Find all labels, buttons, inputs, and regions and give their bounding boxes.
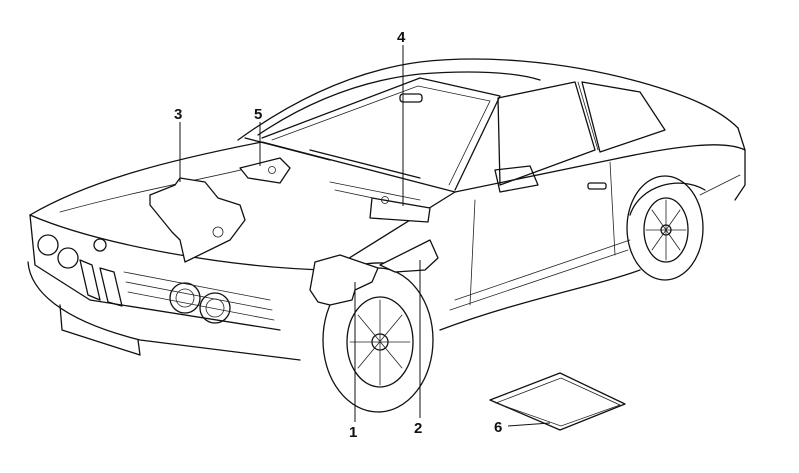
callout-labels: 1 2 3 4 5 6 [174,29,502,441]
part-1-shape [309,254,379,306]
part-4-shape [369,197,431,223]
part-5-shape [239,157,291,184]
callout-4: 4 [397,29,406,46]
part-2-shape [379,239,439,273]
car-body [27,58,746,413]
callout-1: 1 [349,424,357,441]
callout-2: 2 [414,420,422,437]
callout-3: 3 [174,106,182,123]
part-6-shape [489,372,626,431]
part-3-shape [149,177,246,263]
callout-6: 6 [494,419,502,436]
leader-lines [179,45,551,427]
insulation-parts [149,157,626,431]
callout-5: 5 [254,106,262,123]
